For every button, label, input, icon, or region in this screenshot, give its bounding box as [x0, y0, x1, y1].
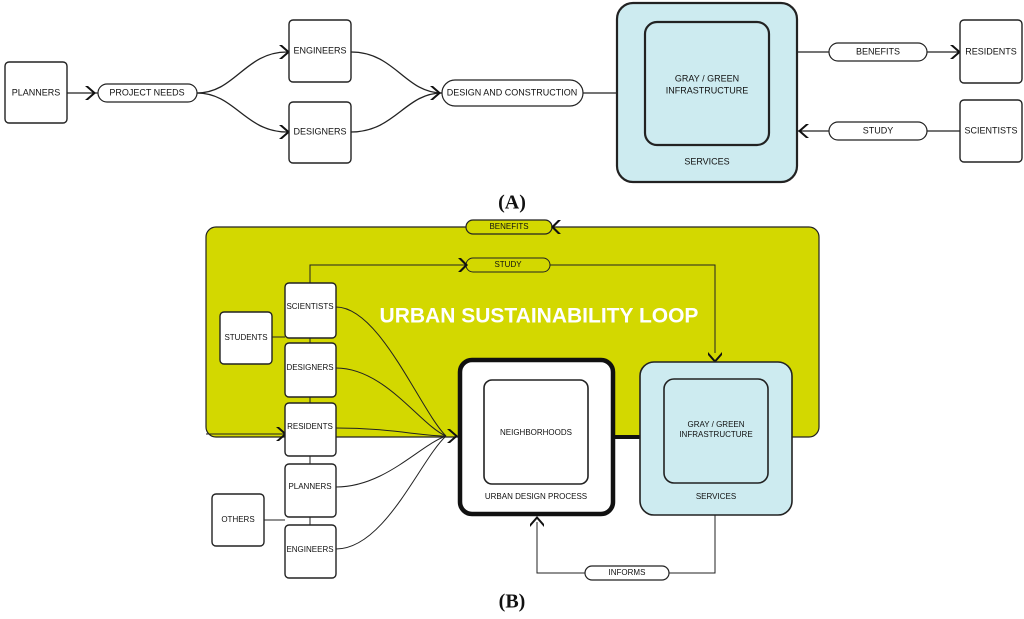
fan-line-engineers — [335, 435, 447, 550]
scientists-label: SCIENTISTS — [964, 125, 1017, 135]
connector-needs-designers — [196, 92, 288, 133]
scientists-box — [959, 99, 1023, 163]
chevron-arrow-icon — [458, 258, 468, 272]
urban-design-process-label: URBAN DESIGN PROCESS — [485, 492, 587, 501]
fan-line-residents — [335, 427, 447, 437]
infrastructure-inner-box — [663, 378, 769, 484]
engineers-label: ENGINEERS — [293, 45, 346, 55]
connector-needs-engineers — [196, 51, 288, 94]
residents-label: RESIDENTS — [287, 422, 333, 431]
infrastructure-label-line1: GRAY / GREEN — [687, 420, 744, 429]
infrastructure-label-line1: GRAY / GREEN — [675, 73, 739, 83]
chevron-arrow-icon — [430, 86, 441, 100]
scientists-box — [284, 282, 337, 339]
loop-title: URBAN SUSTAINABILITY LOOP — [380, 305, 699, 328]
planners-label: PLANNERS — [288, 482, 331, 491]
engineers-box — [284, 524, 337, 579]
fan-line-designers — [335, 367, 447, 437]
infrastructure-label-line2: INFRASTRUCTURE — [666, 85, 749, 95]
design-construction-label: DESIGN AND CONSTRUCTION — [447, 87, 578, 97]
informs-connector — [536, 515, 716, 574]
study-label: STUDY — [863, 125, 894, 135]
connector-engineers-design — [350, 51, 443, 94]
infrastructure-inner-box — [643, 20, 771, 147]
residents-box — [284, 402, 337, 457]
panel-a-label: (A) — [498, 192, 526, 214]
residents-label: RESIDENTS — [965, 46, 1017, 56]
students-box — [219, 311, 273, 365]
designers-box — [284, 342, 337, 398]
informs-pill — [584, 565, 670, 581]
planners-box — [284, 463, 337, 518]
chevron-arrow-icon — [798, 124, 809, 138]
others-label: OTHERS — [221, 515, 254, 524]
benefits-label: BENEFITS — [856, 46, 900, 56]
chevron-arrow-icon — [950, 45, 961, 59]
infrastructure-label-line2: INFRASTRUCTURE — [679, 430, 752, 439]
fan-line-planners — [335, 435, 447, 488]
benefits-label: BENEFITS — [489, 222, 528, 231]
chevron-down-icon — [708, 352, 722, 363]
benefits-pill — [828, 42, 928, 62]
project-needs-pill — [97, 83, 198, 103]
designers-box — [288, 101, 352, 164]
connector-designers-design — [350, 92, 443, 133]
panel-b: URBAN SUSTAINABILITY LOOP BENEFITS STUDY… — [205, 219, 820, 613]
students-label: STUDENTS — [224, 333, 267, 342]
chevron-up-icon — [530, 516, 544, 527]
chevron-arrow-icon — [85, 86, 96, 100]
neighborhoods-box — [483, 379, 589, 485]
chevron-arrow-icon — [279, 45, 290, 59]
scientists-label: SCIENTISTS — [286, 302, 333, 311]
neighborhoods-label: NEIGHBORHOODS — [500, 428, 572, 437]
designers-label: DESIGNERS — [286, 363, 333, 372]
planners-label: PLANNERS — [12, 87, 61, 97]
chevron-arrow-icon — [551, 220, 561, 234]
chevron-arrow-icon — [279, 125, 290, 139]
panel-b-label: (B) — [499, 591, 526, 613]
design-construction-pill — [441, 79, 584, 107]
fan-line-scientists — [335, 306, 447, 437]
engineers-label: ENGINEERS — [286, 545, 333, 554]
residents-box — [959, 19, 1023, 84]
informs-label: INFORMS — [609, 568, 646, 577]
services-label: SERVICES — [696, 492, 736, 501]
project-needs-label: PROJECT NEEDS — [109, 87, 184, 97]
planners-box — [4, 61, 68, 124]
study-label: STUDY — [494, 260, 522, 269]
others-box — [211, 493, 265, 547]
designers-label: DESIGNERS — [293, 126, 346, 136]
services-label: SERVICES — [684, 156, 729, 166]
panel-a: PLANNERS PROJECT NEEDS ENGINEERS DESIGNE… — [4, 1, 1023, 214]
study-pill — [828, 121, 928, 141]
chevron-arrow-icon — [447, 429, 458, 443]
engineers-box — [288, 19, 352, 83]
